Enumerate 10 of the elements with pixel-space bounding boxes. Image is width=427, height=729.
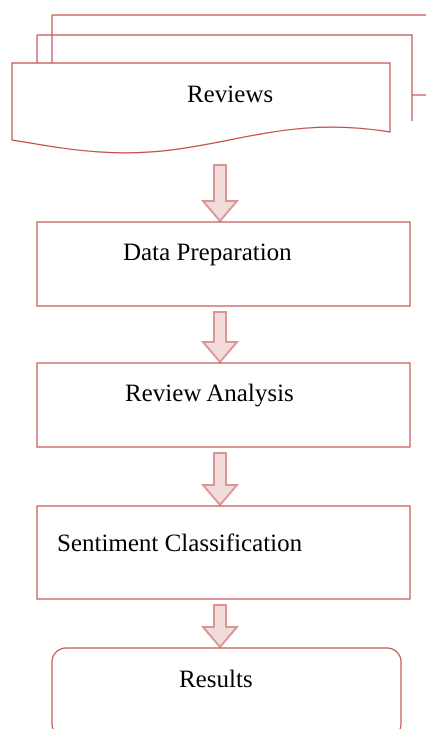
block-arrow — [200, 164, 240, 223]
node-label: Results — [179, 666, 253, 694]
node-label: Sentiment Classification — [57, 530, 302, 558]
block-arrow — [200, 311, 240, 364]
node-label: Reviews — [187, 81, 274, 108]
block-arrow — [200, 604, 240, 649]
multi-document-shape — [12, 15, 427, 153]
node-label: Review Analysis — [125, 380, 294, 408]
node-label: Data Preparation — [123, 239, 292, 266]
block-arrow — [200, 452, 240, 507]
